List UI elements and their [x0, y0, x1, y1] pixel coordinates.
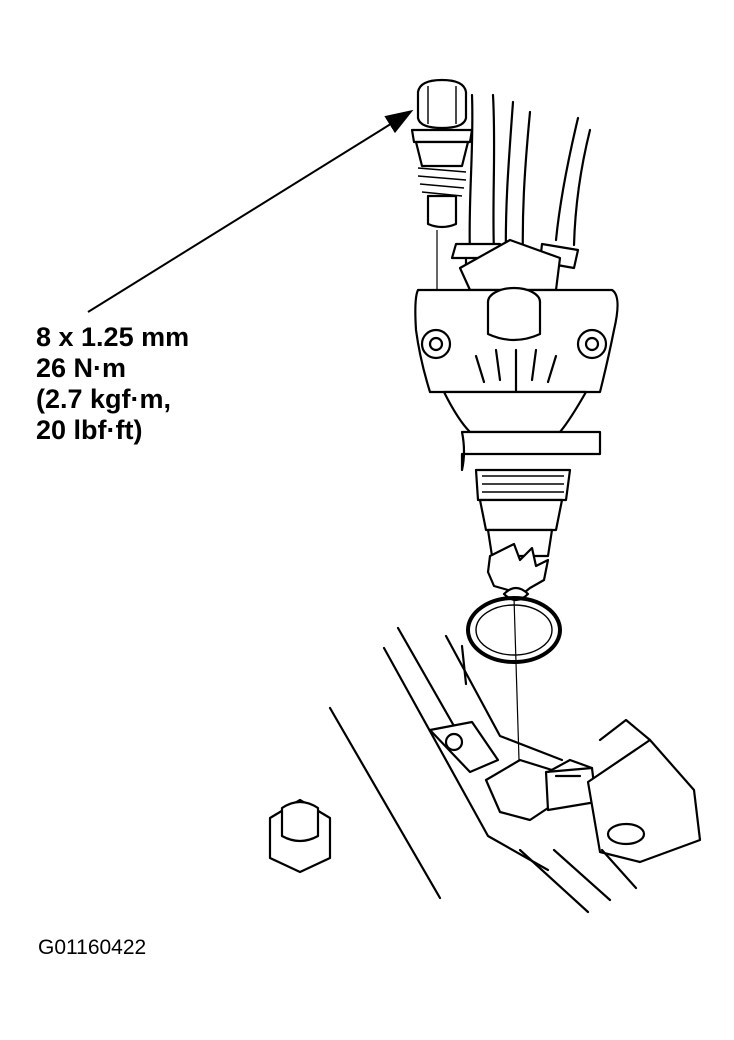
plug-cap — [268, 798, 332, 874]
torque-nm-label: 26 N·m — [36, 353, 127, 383]
bolt-icon — [410, 78, 474, 292]
torque-spec-callout: 8 x 1.25 mm 26 N·m (2.7 kgf·m, 20 lbf·ft… — [36, 322, 189, 446]
bolt-size-label: 8 x 1.25 mm — [36, 322, 190, 352]
sensor-assembly-icon — [414, 238, 619, 602]
mounting-bracket-icon — [328, 626, 702, 914]
torque-kgfm-label: (2.7 kgf·m, — [36, 384, 172, 414]
figure-id: G01160422 — [38, 936, 147, 959]
hose-lines — [468, 93, 592, 264]
torque-lbfft-label: 20 lbf·ft) — [36, 415, 143, 445]
callout-leader-arrow — [87, 109, 414, 313]
